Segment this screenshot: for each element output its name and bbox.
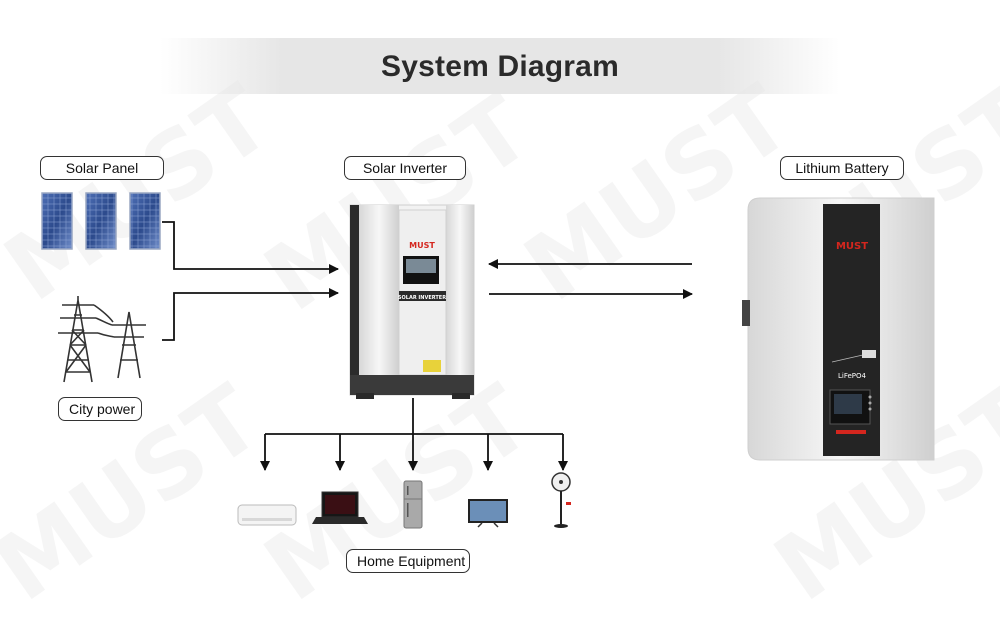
fan-icon <box>551 472 571 528</box>
connection-lines <box>162 221 693 471</box>
solar-panels <box>41 192 161 250</box>
inverter-brand: MUST <box>409 241 435 250</box>
solar-inverter-label: Solar Inverter <box>344 156 466 180</box>
laptop-icon <box>312 491 368 524</box>
solar-panel-label: Solar Panel <box>40 156 164 180</box>
home-equipment-label: Home Equipment <box>346 549 470 573</box>
solar-panel-2 <box>85 192 117 250</box>
battery-brand: MUST <box>836 241 868 252</box>
grid-to-inverter-arrow <box>162 288 339 341</box>
city-power-label: City power <box>58 397 142 421</box>
lithium-battery-label: Lithium Battery <box>780 156 904 180</box>
inverter-model: SOLAR INVERTER <box>398 295 446 301</box>
battery-chemistry: LiFePO4 <box>838 372 867 380</box>
lithium-battery: MUST LiFePO4 <box>742 197 935 461</box>
solar-panel-1 <box>41 192 73 250</box>
solar-to-inverter-arrow <box>162 221 339 274</box>
refrigerator-icon <box>403 480 423 529</box>
title-banner <box>160 38 840 94</box>
solar-panel-3 <box>129 192 161 250</box>
power-pylon-icon <box>58 296 146 383</box>
solar-inverter: MUST SOLAR INVERTER <box>349 204 475 399</box>
television-icon <box>468 499 508 528</box>
page-title: System Diagram <box>381 50 619 83</box>
air-conditioner-icon <box>237 504 297 526</box>
